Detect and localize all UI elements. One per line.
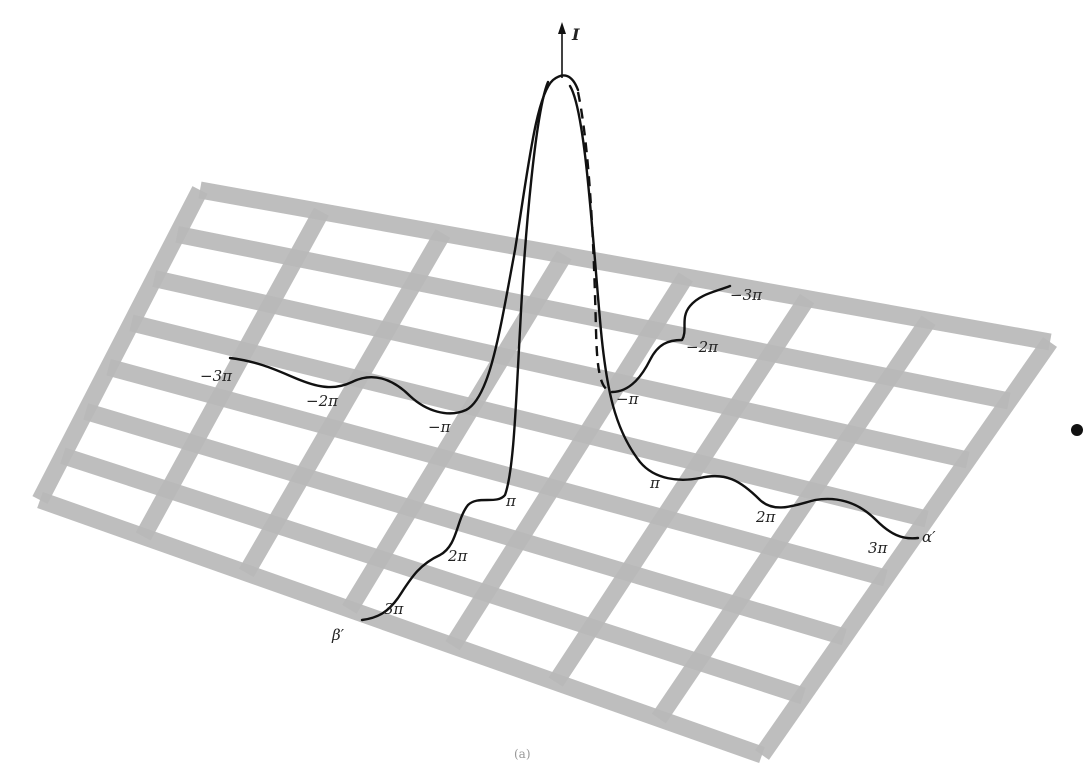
grid-line-alpha-2 — [152, 270, 970, 469]
alpha-tick-3pi: 3π — [868, 539, 889, 557]
grid-line-beta-3 — [342, 250, 572, 614]
grid-line-alpha-6 — [60, 447, 806, 705]
perspective-grid — [32, 181, 1057, 764]
intensity-axis-label: I — [571, 25, 580, 44]
grid-line-alpha-1 — [175, 225, 1011, 410]
grid-line-alpha-7 — [37, 491, 765, 764]
alpha-tick-2pi: 2π — [755, 508, 777, 526]
figure-caption-fragment: (a) — [514, 747, 531, 761]
beta-tick-neg-3pi: −3π — [200, 367, 233, 385]
beta-tick-pi: π — [505, 492, 517, 510]
beta-profile-curve-front — [360, 80, 550, 622]
alpha-negative-curve — [610, 284, 732, 394]
alpha-tick-neg-pi: −π — [616, 390, 640, 408]
bullet-dot — [1071, 424, 1083, 436]
alpha-tick-pi: π — [649, 474, 661, 492]
alpha-axis-end-label: α′ — [922, 528, 936, 546]
beta-axis-end-label: β′ — [331, 626, 345, 644]
grid-line-beta-7 — [755, 337, 1057, 760]
grid-line-beta-6 — [651, 315, 936, 724]
grid-line-beta-4 — [445, 272, 693, 651]
grid-line-beta-5 — [548, 293, 815, 687]
intensity-axis — [558, 22, 566, 78]
beta-tick-neg-pi: −π — [428, 418, 452, 436]
grid-line-alpha-3 — [129, 314, 929, 528]
beta-tick-2pi: 2π — [447, 547, 469, 565]
grid-line-alpha-4 — [106, 358, 888, 587]
beta-tick-neg-2pi: −2π — [306, 392, 339, 410]
alpha-tick-neg-2pi: −2π — [686, 338, 719, 356]
grid-line-alpha-5 — [83, 403, 847, 646]
alpha-tick-neg-3pi: −3π — [730, 286, 763, 304]
alpha-profile-curve — [568, 84, 920, 540]
grid-line-beta-2 — [238, 229, 451, 578]
grid-line-alpha-0 — [198, 181, 1052, 351]
beta-tick-3pi: 3π — [384, 600, 405, 618]
